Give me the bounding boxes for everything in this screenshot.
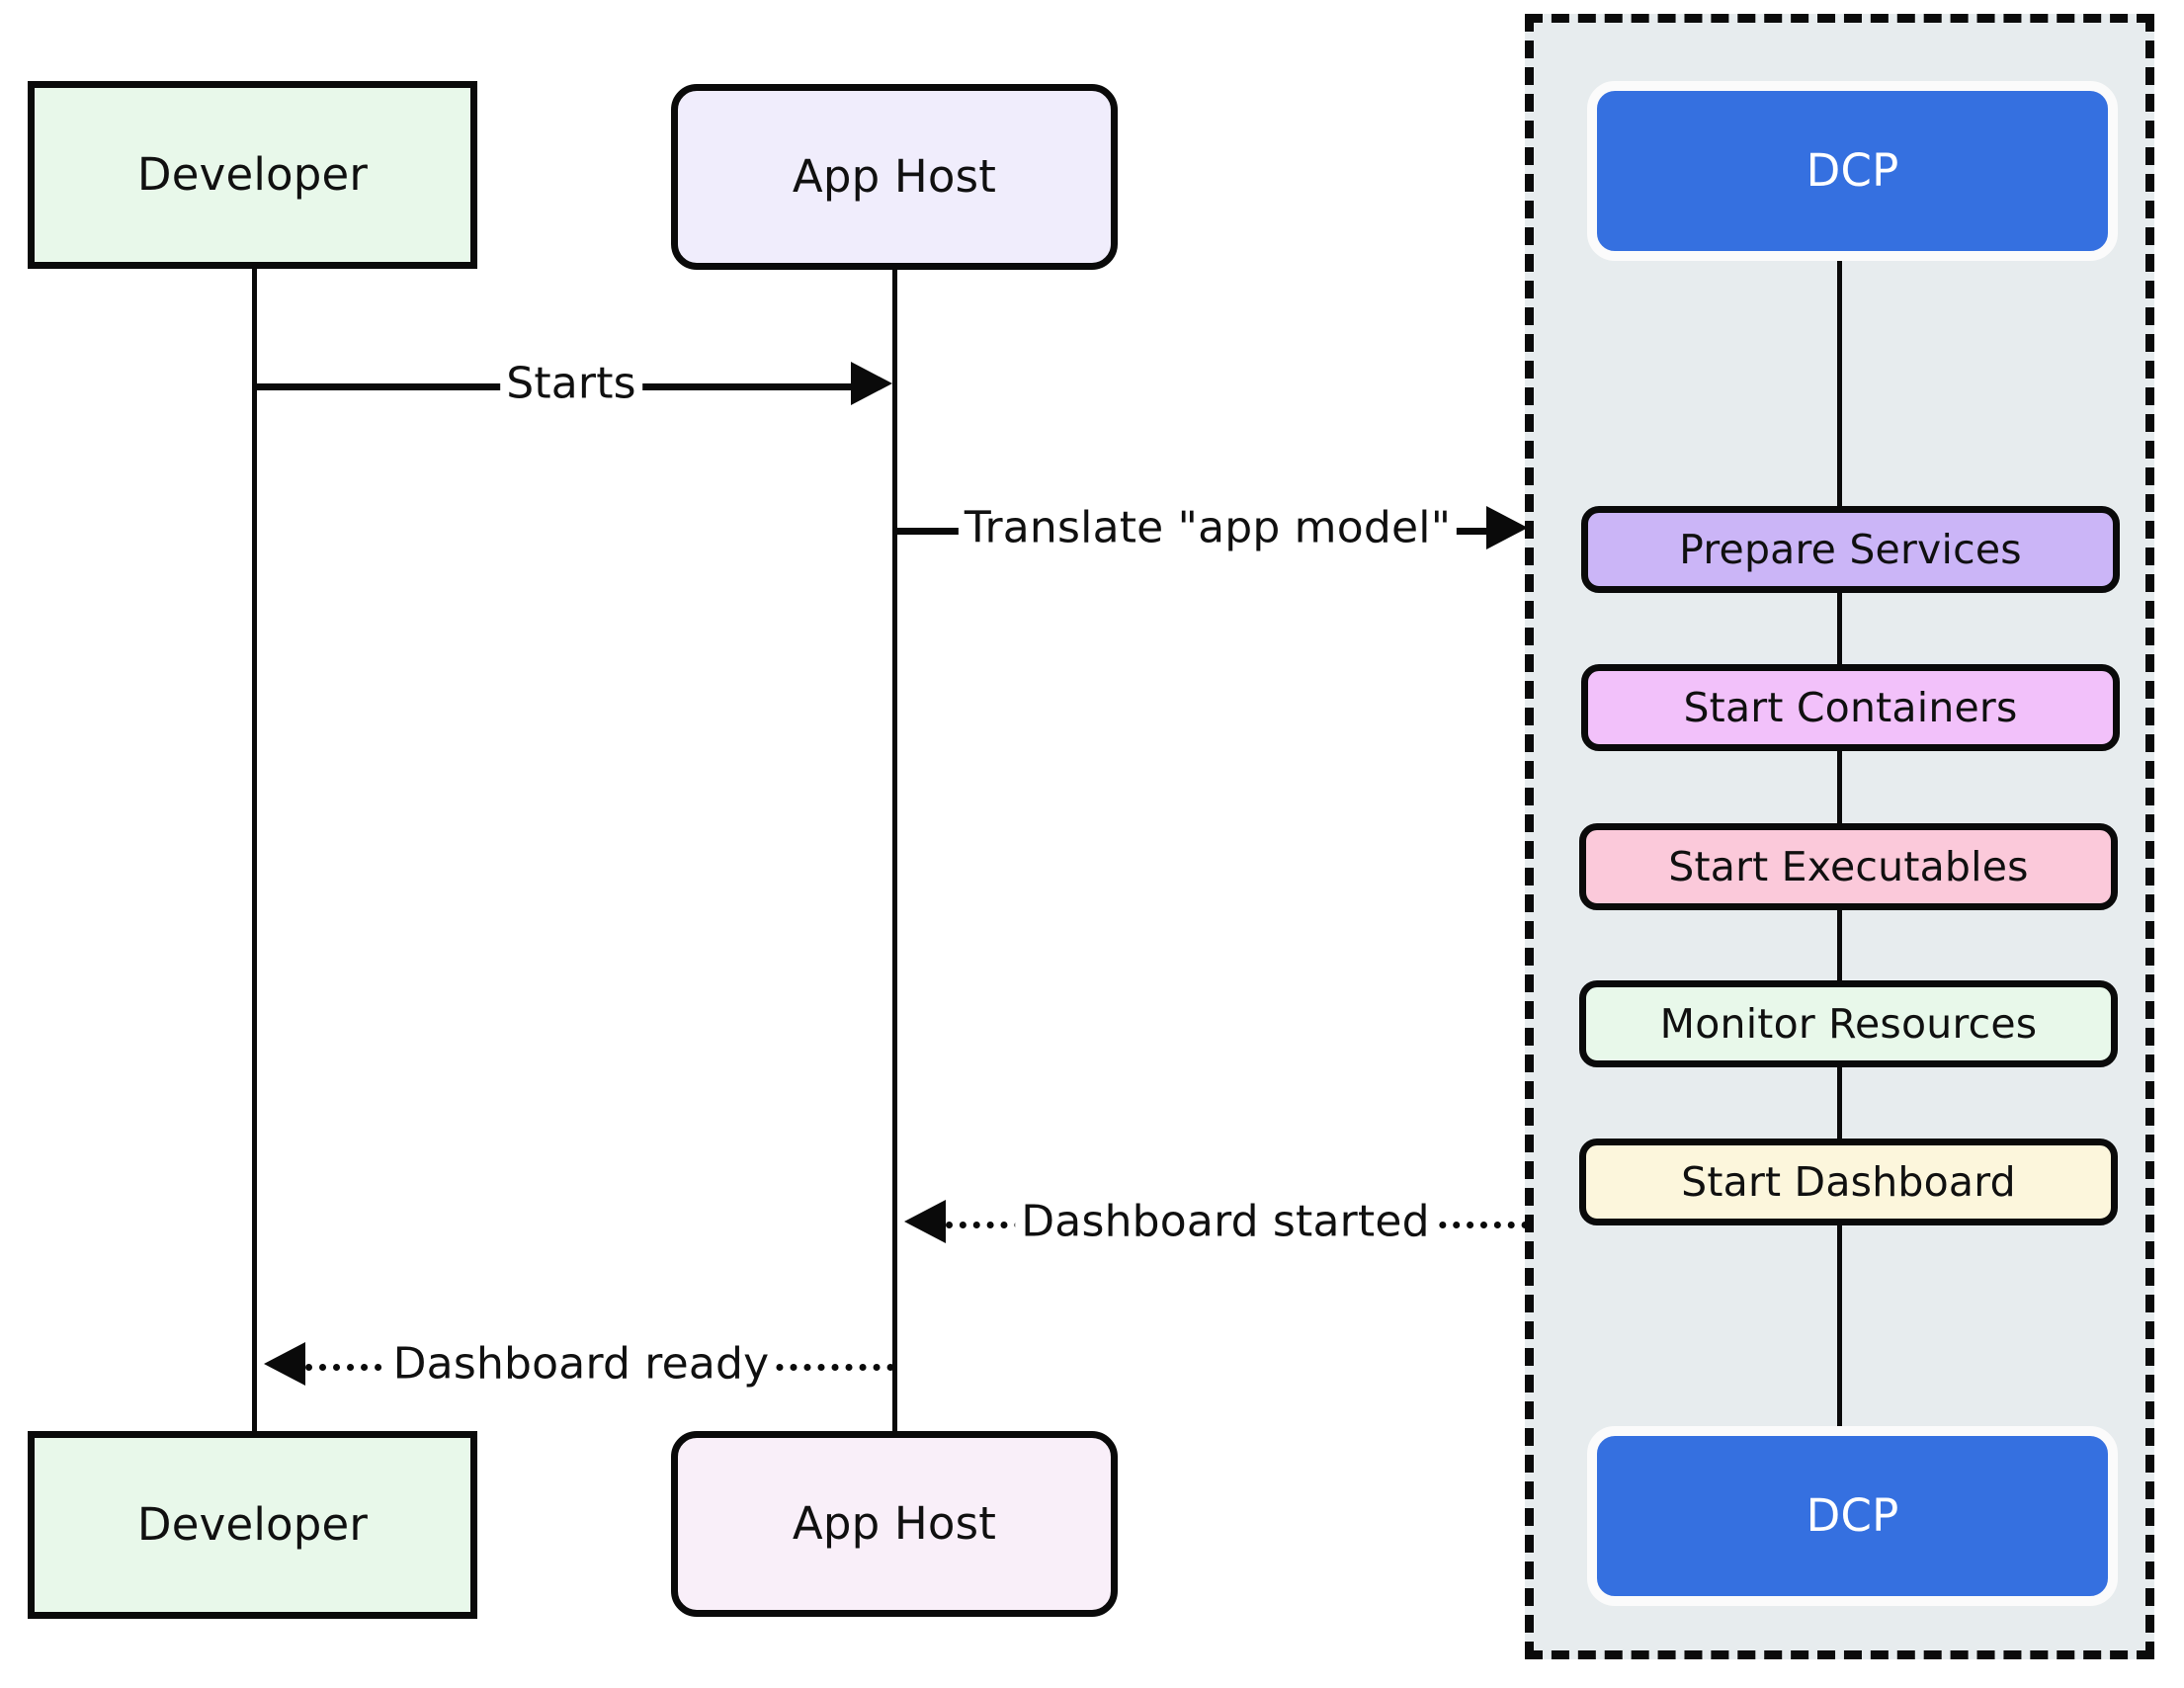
participant-label: Developer [136, 148, 369, 202]
participant-label: Developer [136, 1498, 369, 1552]
activity-prepare-services[interactable]: Prepare Services [1581, 506, 2120, 593]
message-label: Dashboard ready [386, 1338, 776, 1390]
participant-label: DCP [1806, 144, 1899, 198]
arrowhead-right-icon [851, 362, 892, 405]
activity-start-executables[interactable]: Start Executables [1579, 823, 2118, 910]
participant-developer-top[interactable]: Developer [28, 81, 477, 269]
activity-label: Start Containers [1683, 684, 2018, 731]
activity-start-dashboard[interactable]: Start Dashboard [1579, 1139, 2118, 1225]
participant-developer-bottom[interactable]: Developer [28, 1431, 477, 1619]
participant-label: App Host [792, 150, 997, 204]
lifeline-developer [252, 269, 257, 1455]
activity-monitor-resources[interactable]: Monitor Resources [1579, 980, 2118, 1067]
message-label: Translate "app model" [958, 502, 1458, 553]
message-label: Starts [500, 358, 642, 409]
arrowhead-left-icon [904, 1200, 946, 1243]
arrowhead-right-icon [1486, 506, 1528, 549]
lifeline-app-host [892, 269, 897, 1455]
message-label: Dashboard started [1015, 1196, 1436, 1247]
participant-app-host-top[interactable]: App Host [671, 84, 1118, 270]
participant-label: App Host [792, 1497, 997, 1551]
activity-start-containers[interactable]: Start Containers [1581, 664, 2120, 751]
activity-label: Monitor Resources [1659, 1000, 2038, 1048]
activity-label: Start Dashboard [1681, 1158, 2016, 1206]
activity-label: Prepare Services [1679, 526, 2022, 573]
participant-label: DCP [1806, 1489, 1899, 1543]
activity-label: Start Executables [1668, 843, 2029, 890]
participant-dcp-bottom[interactable]: DCP [1587, 1426, 2118, 1606]
participant-app-host-bottom[interactable]: App Host [671, 1431, 1118, 1617]
arrowhead-left-icon [264, 1342, 305, 1386]
participant-dcp-top[interactable]: DCP [1587, 81, 2118, 261]
